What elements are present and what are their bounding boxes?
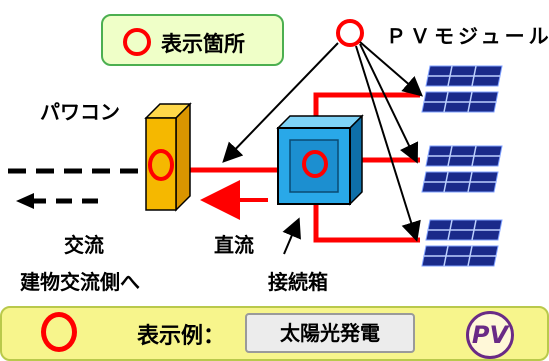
- legend-label: 表示箇所: [161, 32, 245, 56]
- example-label: 表示例：: [137, 324, 226, 349]
- example-sign: 太陽光発電: [245, 313, 415, 353]
- pv-panel-group-3: [421, 219, 503, 267]
- marker-circle-junction-box: [302, 150, 328, 178]
- to-building-label: 建物交流側へ: [20, 270, 140, 294]
- dc-label: 直流: [214, 233, 254, 257]
- example-circle-icon: [41, 312, 77, 352]
- marker-circle-inverter: [148, 149, 174, 181]
- junction-box: [276, 114, 364, 206]
- ac-label: 交流: [64, 233, 104, 257]
- junction-box-label: 接続箱: [268, 270, 328, 294]
- system-diagram: [8, 19, 503, 267]
- power-conditioner-label: パワコン: [40, 100, 120, 124]
- legend-box: 表示箇所: [101, 14, 284, 66]
- pv-logo-icon: PV: [466, 311, 514, 359]
- pointer-arrows: [222, 41, 424, 242]
- marker-circle-icon: [123, 28, 151, 56]
- display-example-bar: 表示例： 太陽光発電 PV: [0, 306, 549, 361]
- marker-circle-pv: [336, 19, 364, 47]
- pv-panel-group-2: [421, 145, 503, 193]
- pv-panel-group-1: [421, 65, 503, 113]
- pv-module-label: ＰＶモジュール: [386, 24, 549, 48]
- junction-box-pointer: [282, 217, 301, 255]
- pv-panels: [421, 65, 503, 267]
- ac-output-lines: [8, 168, 140, 209]
